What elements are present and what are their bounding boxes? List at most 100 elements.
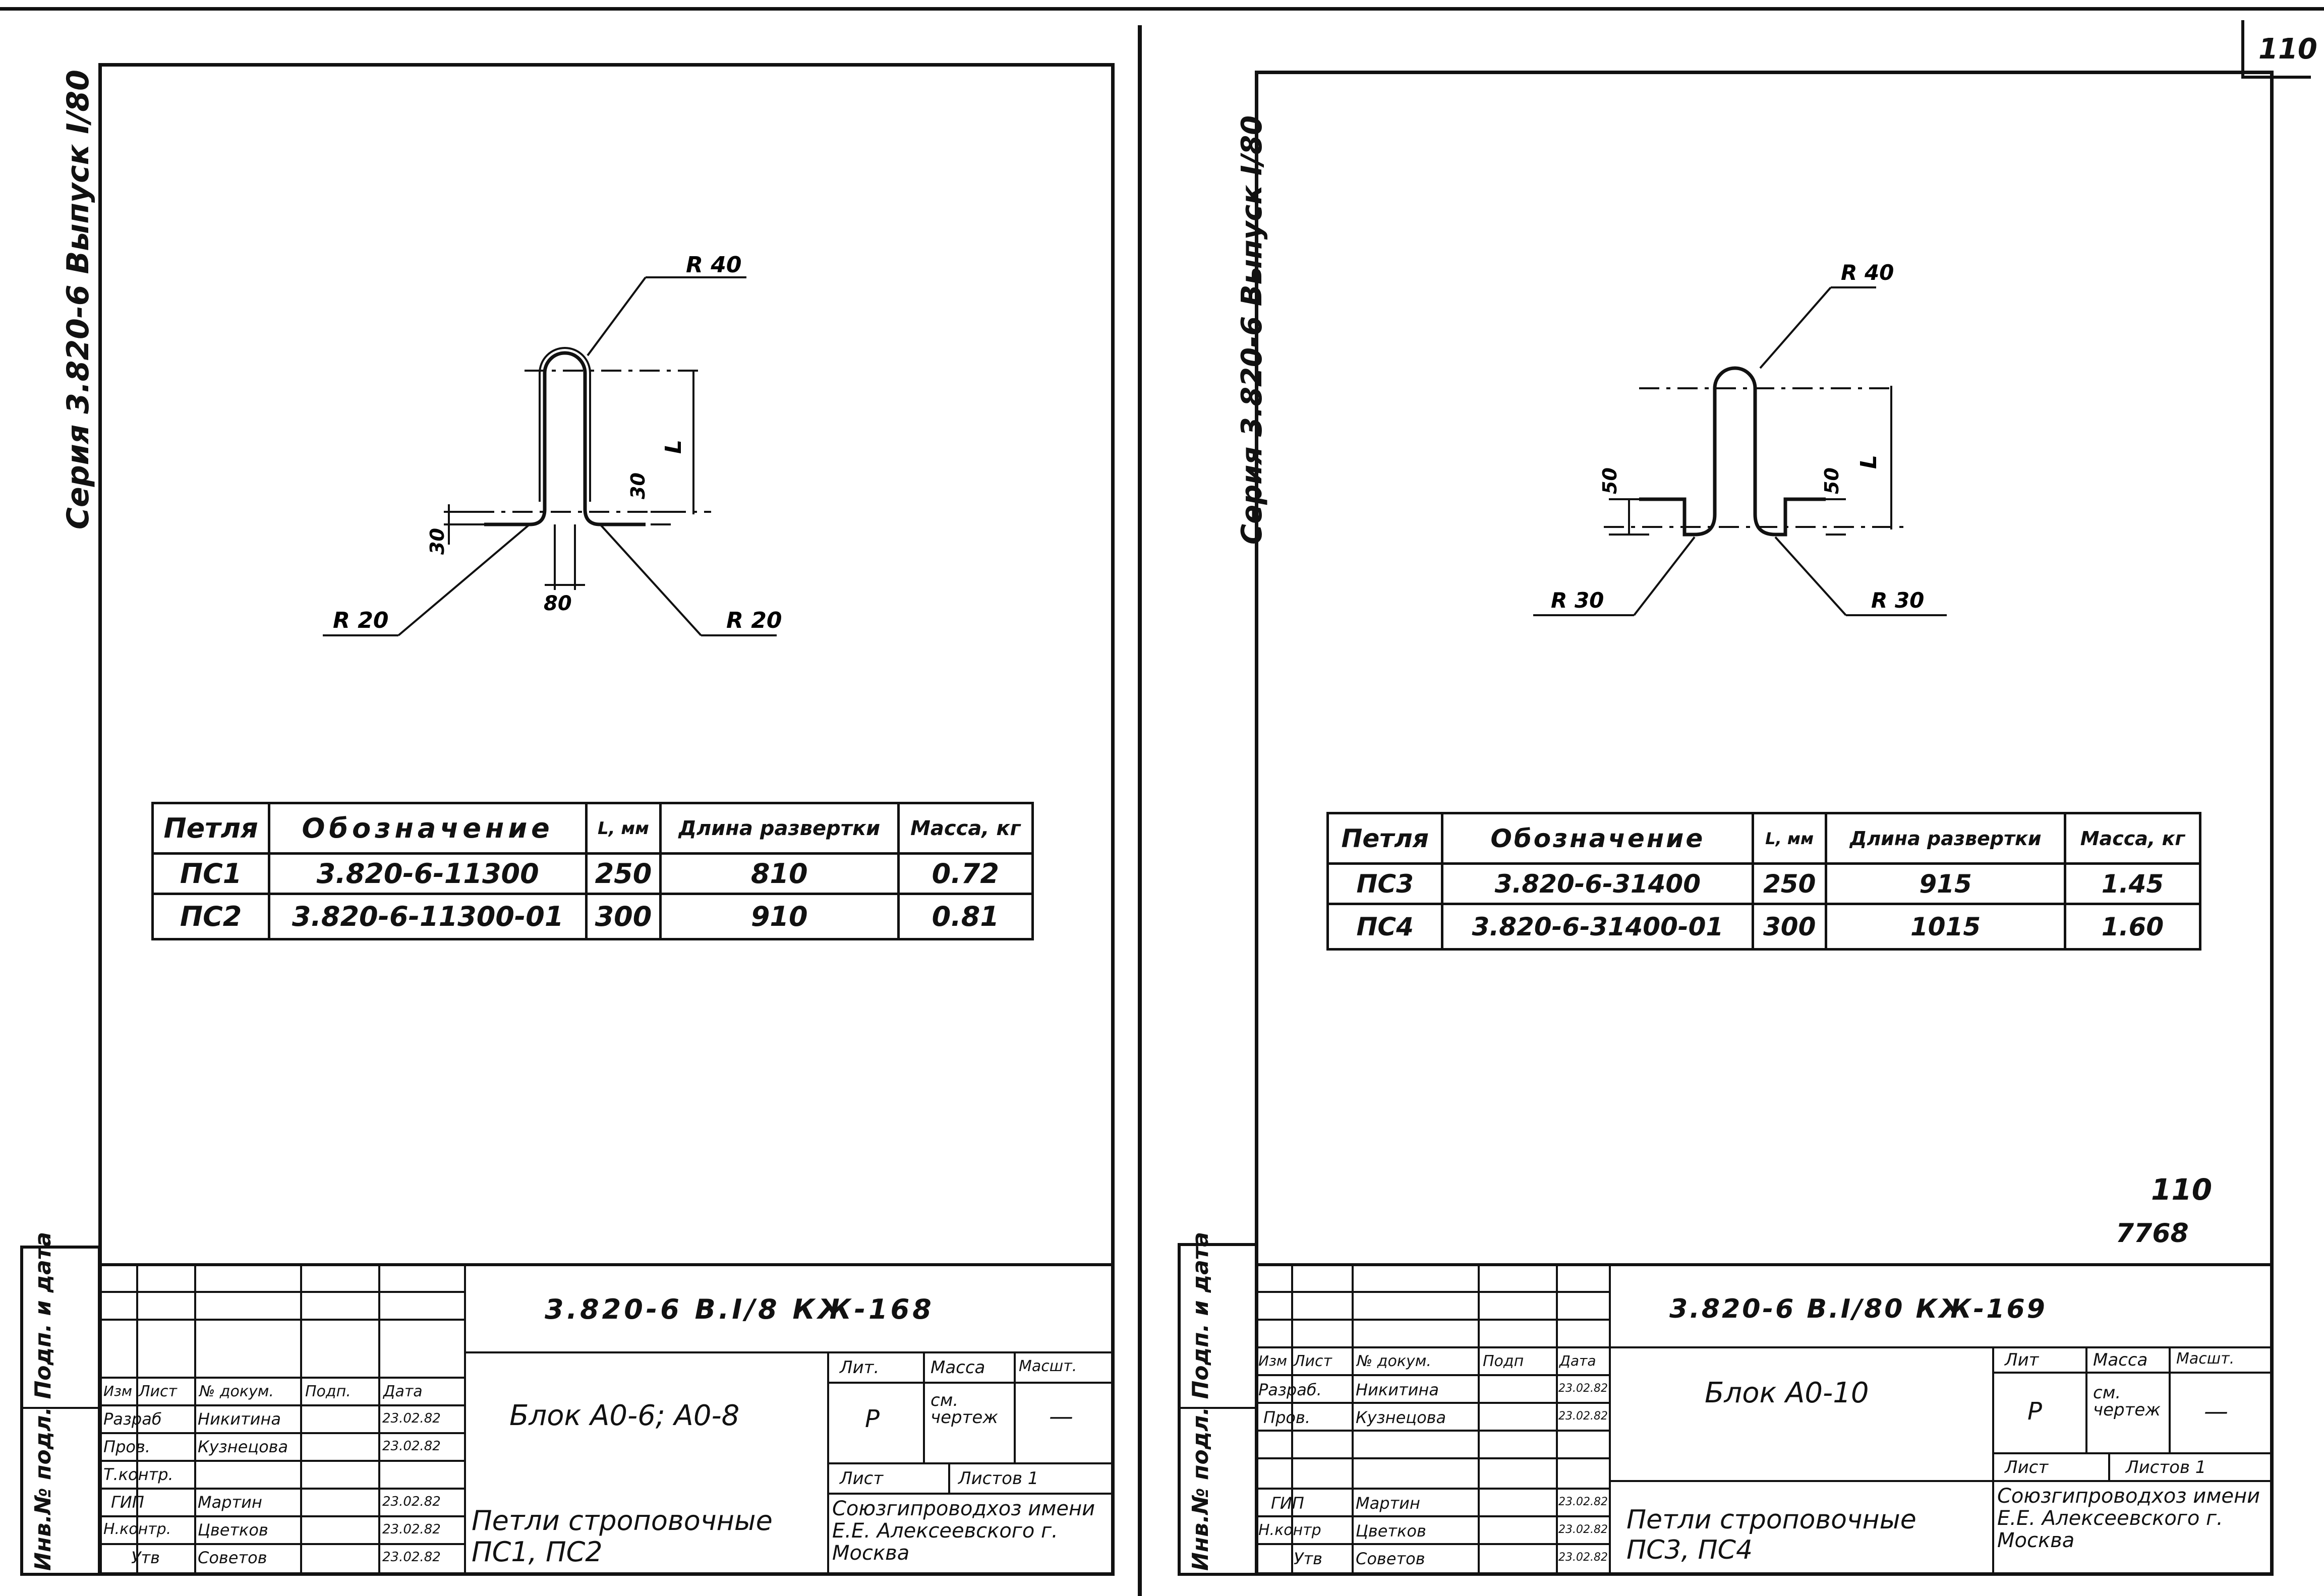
left-dim-30a: 30 — [426, 528, 448, 555]
right-th-loop: Петля — [1326, 812, 1444, 865]
left-cell: 3.820-6-11300-01 — [268, 893, 588, 940]
left-row-role: Утв — [131, 1548, 160, 1567]
right-cell: 3.820-6-31400-01 — [1441, 903, 1755, 951]
right-stamp-hdr-1: Лист — [1294, 1352, 1332, 1370]
right-row-name: Советов — [1356, 1549, 1425, 1568]
left-stamp-hdr-2: № докум. — [199, 1383, 274, 1400]
right-stamp-name: Блок А0-10 — [1705, 1377, 1869, 1409]
right-stamp-h — [1257, 1457, 1609, 1459]
left-side-div — [20, 1407, 101, 1409]
left-row-date: 23.02.82 — [382, 1550, 441, 1565]
right-dim-r30-left: R 30 — [1551, 588, 1604, 613]
right-side-strip — [1178, 1243, 1258, 1576]
left-dim-r20-right: R 20 — [726, 608, 782, 633]
right-stamp-v — [2169, 1346, 2171, 1452]
top-border — [0, 7, 2324, 11]
left-row-name: Мартин — [198, 1493, 262, 1512]
right-th-dev: Длина развертки — [1825, 812, 2066, 865]
right-row-role: Н.контр — [1258, 1521, 1321, 1539]
right-dim-50a: 50 — [1599, 467, 1621, 494]
left-row-date: 23.02.82 — [382, 1522, 441, 1537]
left-stamp-h — [101, 1319, 464, 1321]
right-stamp-sheets: Листов 1 — [2126, 1457, 2206, 1477]
right-cell: 1015 — [1825, 903, 2066, 951]
left-stamp-h — [101, 1377, 464, 1379]
right-stamp-scale-val: — — [2204, 1397, 2228, 1426]
left-stamp-hdr-4: Дата — [383, 1383, 423, 1400]
center-divider — [1138, 25, 1142, 1596]
left-row-date: 23.02.82 — [382, 1411, 441, 1426]
right-stamp-h — [1257, 1374, 1609, 1376]
right-dim-L: L — [1856, 455, 1882, 469]
right-stamp-v — [1291, 1263, 1293, 1576]
left-cell: ПС1 — [151, 852, 271, 895]
right-stamp-v — [2108, 1452, 2110, 1480]
left-stamp-h — [101, 1404, 464, 1406]
right-stamp-lit: Лит — [2005, 1350, 2039, 1370]
right-stamp-h — [1257, 1291, 1609, 1293]
left-stamp-h — [101, 1291, 464, 1293]
right-row-role: Пров. — [1263, 1408, 1310, 1427]
left-stamp-hdr-3: Подп. — [305, 1383, 351, 1400]
right-cell: ПС3 — [1326, 862, 1444, 905]
page-number-box — [2241, 20, 2311, 79]
left-dim-30b: 30 — [627, 472, 649, 499]
right-stamp-h — [1257, 1515, 1609, 1517]
right-stamp-hdr-3: Подп — [1483, 1352, 1524, 1370]
right-stamp-v — [1609, 1263, 1611, 1576]
left-stamp-h — [827, 1493, 1115, 1495]
right-stamp-h — [1609, 1480, 1992, 1482]
left-stamp-v — [194, 1263, 196, 1576]
left-th-designation: Обозначение — [268, 802, 588, 855]
right-number-110: 110 — [2151, 1172, 2213, 1207]
right-th-designation: Обозначение — [1441, 812, 1755, 865]
left-cell: ПС2 — [151, 893, 271, 940]
left-stamp-hdr-1: Лист — [139, 1383, 178, 1400]
right-stamp-v — [1556, 1263, 1558, 1576]
right-spec-table: Петля Обозначение L, мм Длина развертки … — [1326, 812, 2202, 951]
left-cell: 910 — [659, 893, 900, 940]
left-row-name: Никитина — [198, 1409, 281, 1429]
page-number: 110 — [2258, 33, 2317, 66]
right-stamp-v — [1992, 1346, 1994, 1576]
right-row-date: 23.02.82 — [1558, 1410, 1608, 1423]
right-loop-drawing: R 40 R 30 R 30 L 50 50 — [1533, 260, 1947, 616]
right-row-name: Кузнецова — [1356, 1408, 1446, 1427]
right-stamp-h — [1992, 1452, 2274, 1454]
left-stamp-h — [101, 1488, 464, 1490]
right-cell: 1.60 — [2063, 903, 2202, 951]
left-stamp-v — [948, 1462, 950, 1493]
right-row-date: 23.02.82 — [1558, 1523, 1608, 1536]
left-stamp-hdr-0: Изм — [103, 1383, 132, 1399]
left-stamp-lit: Лит. — [840, 1357, 880, 1378]
right-stamp-title: Петли строповочные ПС3, ПС4 — [1626, 1505, 1916, 1565]
left-stamp-org: Союзгипроводхоз имени Е.Е. Алексеевского… — [832, 1497, 1095, 1565]
left-stamp-h — [827, 1382, 1115, 1384]
left-th-loop: Петля — [151, 802, 271, 855]
left-th-length: L, мм — [585, 802, 662, 855]
left-th-mass: Масса, кг — [897, 802, 1034, 855]
left-stamp-h — [101, 1515, 464, 1517]
left-stamp-h — [827, 1462, 1115, 1464]
left-stamp-h — [101, 1460, 464, 1462]
right-stamp-h — [1992, 1372, 2274, 1374]
right-row-name: Цветков — [1356, 1521, 1426, 1541]
right-th-length: L, мм — [1752, 812, 1828, 865]
left-row-role: Разраб — [103, 1409, 162, 1429]
right-row-date: 23.02.82 — [1558, 1496, 1608, 1508]
left-row-name: Советов — [198, 1548, 267, 1567]
left-side-strip-label: Инв.№ подл. Подп. и дата — [30, 1231, 56, 1571]
left-row-role: ГИП — [111, 1493, 144, 1512]
left-dim-L: L — [661, 440, 686, 454]
right-stamp-mass: Масса — [2093, 1350, 2148, 1370]
right-side-div — [1178, 1407, 1258, 1409]
right-stamp-lit-val: Р — [2027, 1397, 2042, 1426]
right-row-role: Разраб. — [1258, 1380, 1322, 1399]
left-cell: 300 — [585, 893, 662, 940]
right-dim-50b: 50 — [1821, 467, 1843, 494]
left-side-strip — [20, 1246, 101, 1576]
right-stamp-h — [1257, 1543, 1609, 1545]
left-stamp-title: Петли строповочные ПС1, ПС2 — [472, 1505, 773, 1568]
right-dim-r30-right: R 30 — [1871, 588, 1924, 613]
left-stamp-sheets: Листов 1 — [958, 1468, 1039, 1489]
